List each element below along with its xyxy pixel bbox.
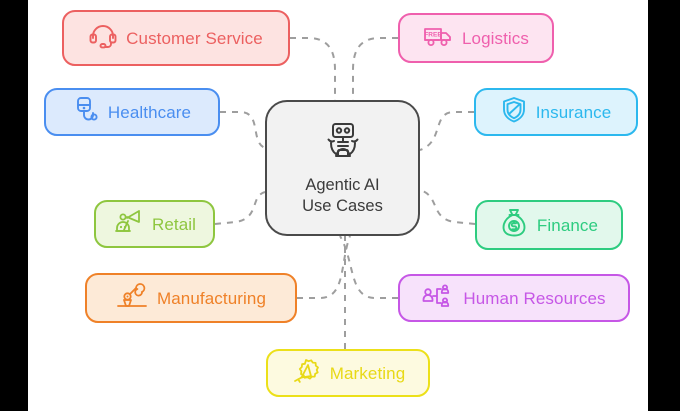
org-chart-icon [422,282,454,315]
edge-manufacturing [297,235,351,299]
edge-finance [419,189,476,225]
delivery-truck-icon: FREE [423,24,453,53]
node-healthcare[interactable]: Healthcare [44,88,220,136]
node-label-manufacturing: Manufacturing [156,288,267,308]
stethoscope-icon [73,96,99,129]
hub-label: Agentic AI Use Cases [302,175,383,217]
hub-label-line-2: Use Cases [302,197,383,215]
node-marketing[interactable]: Marketing [266,349,430,397]
hub-label-line-1: Agentic AI [305,175,380,194]
hub-node-agentic-ai-use-cases[interactable]: Agentic AI Use Cases [265,100,420,236]
edge-human-resources [339,235,398,299]
robot-icon [319,119,367,168]
node-customer-service[interactable]: Customer Service [62,10,290,66]
shield-icon [501,96,527,129]
retail-bot-icon [113,208,143,241]
edge-insurance [419,111,474,151]
edge-customer-service [290,37,336,100]
megaphone-icon [291,357,321,390]
node-label-marketing: Marketing [329,363,406,383]
node-label-retail: Retail [151,214,197,234]
edge-logistics [352,37,398,100]
node-finance[interactable]: Finance [475,200,623,250]
node-manufacturing[interactable]: Manufacturing [85,273,297,323]
svg-text:FREE: FREE [424,31,442,38]
node-logistics[interactable]: FREE Logistics [398,13,554,63]
money-bag-icon [500,208,528,243]
node-label-finance: Finance [536,215,599,235]
edge-retail [214,191,266,225]
node-label-human-resources: Human Resources [463,288,606,308]
node-label-insurance: Insurance [535,102,612,122]
diagram-stage: Agentic AI Use Cases Customer Service [28,0,648,411]
node-label-customer-service: Customer Service [126,28,263,48]
robot-arm-icon [116,282,148,315]
headset-icon [89,23,117,54]
node-label-healthcare: Healthcare [107,102,192,122]
edge-healthcare [220,111,266,149]
node-label-logistics: Logistics [461,28,530,48]
node-insurance[interactable]: Insurance [474,88,638,136]
node-human-resources[interactable]: Human Resources [398,274,630,322]
node-retail[interactable]: Retail [94,200,215,248]
